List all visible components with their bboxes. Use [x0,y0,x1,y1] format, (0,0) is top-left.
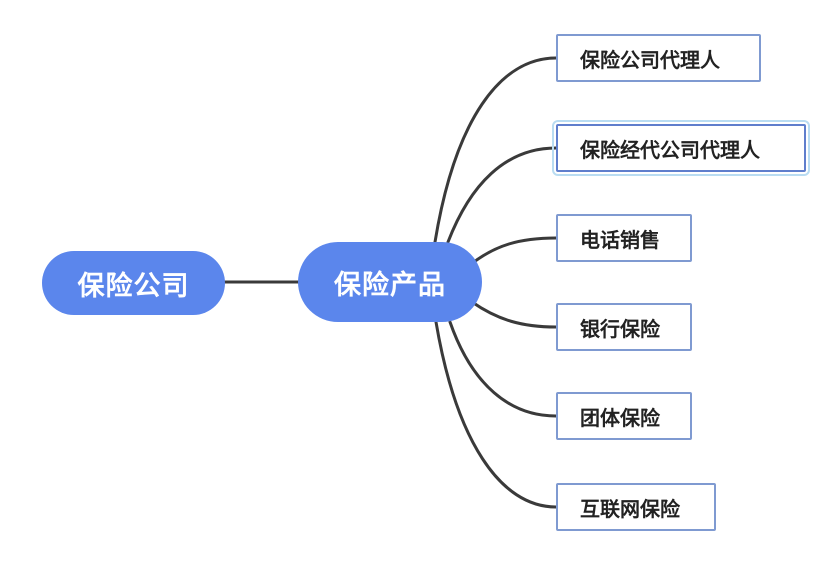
branch-connector-2 [446,146,558,244]
branch-connector-1 [433,56,558,244]
branch-connector-3 [468,236,558,267]
channel-node-broker-agent[interactable]: 保险经代公司代理人 [552,120,810,176]
channel-node-telesales[interactable]: 电话销售 [556,214,692,262]
channel-node-company-agent[interactable]: 保险公司代理人 [556,34,761,82]
branch-connector-5 [448,320,558,418]
channel-node-internet-insurance[interactable]: 互联网保险 [556,483,716,531]
central-node-insurance-products[interactable]: 保险产品 [298,242,482,322]
branch-connector-6 [434,320,558,509]
channel-node-bancassurance[interactable]: 银行保险 [556,303,692,351]
root-node-insurance-company[interactable]: 保险公司 [42,251,225,315]
branch-connector-4 [470,300,558,329]
channel-node-group-insurance[interactable]: 团体保险 [556,392,692,440]
